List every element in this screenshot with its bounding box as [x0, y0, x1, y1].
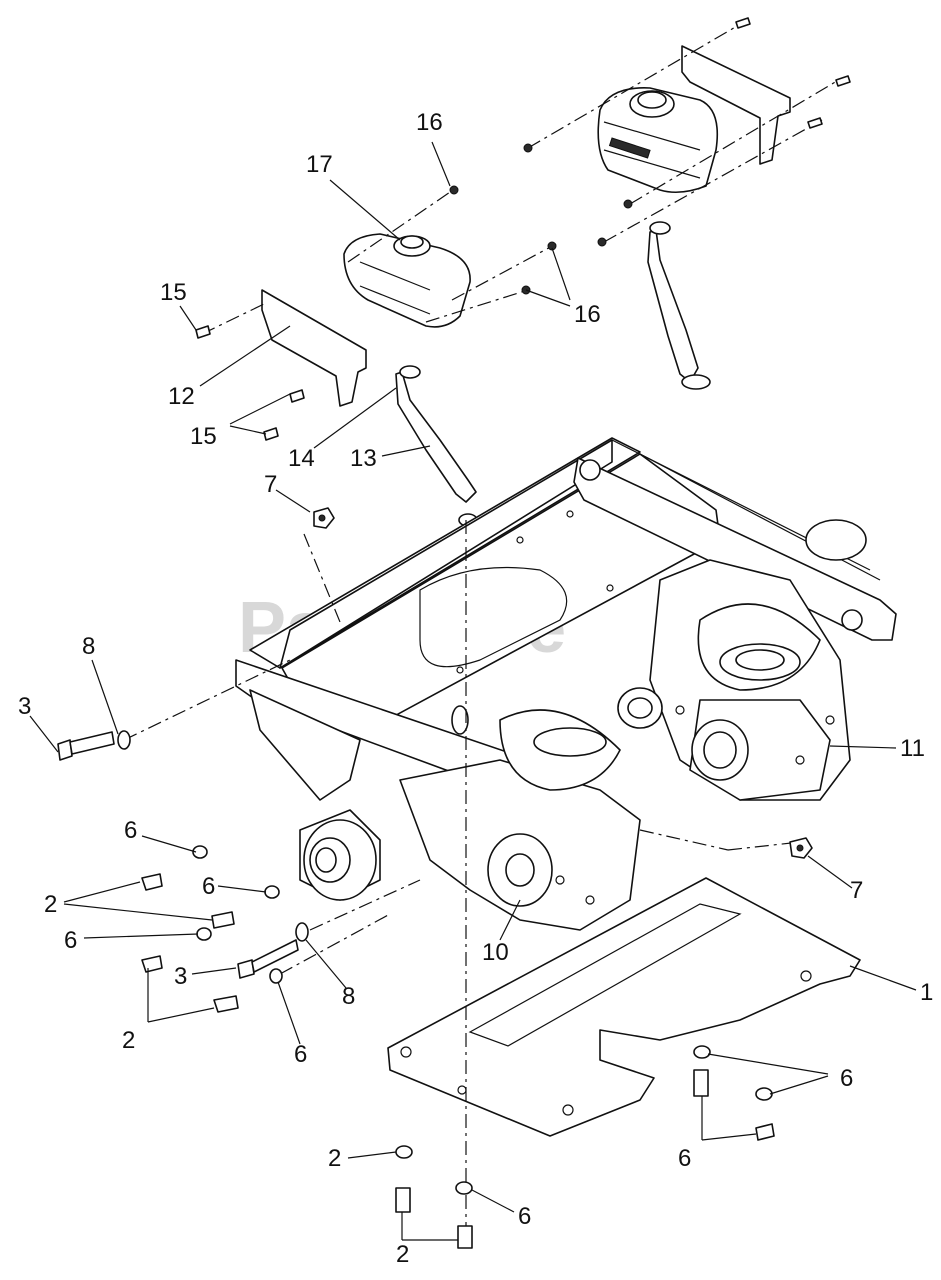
callout-label: 1 — [920, 979, 933, 1006]
callout-label: 6 — [840, 1065, 853, 1092]
callout-label: 2 — [328, 1145, 341, 1172]
bottom-plate — [387, 877, 861, 1137]
callout-label: 2 — [122, 1027, 135, 1054]
callout-label: 14 — [288, 445, 315, 472]
callout-label: 13 — [350, 445, 377, 472]
callout-label: 3 — [18, 693, 31, 720]
leader-lines — [29, 141, 917, 1241]
callout-label: 16 — [416, 109, 443, 136]
hardware — [57, 507, 813, 1249]
left-reservoir-assembly — [195, 185, 557, 527]
callout-label: 3 — [174, 963, 187, 990]
callout-label: 15 — [190, 423, 217, 450]
callout-label: 10 — [482, 939, 509, 966]
left-transaxle — [299, 705, 641, 931]
callout-label: 7 — [850, 877, 863, 904]
callout-label: 8 — [342, 983, 355, 1010]
assembly-lines — [123, 520, 801, 1240]
callout-label: 2 — [44, 891, 57, 918]
callout-label: 6 — [294, 1041, 307, 1068]
callout-label: 12 — [168, 383, 195, 410]
callout-label: 11 — [900, 735, 925, 762]
main-frame — [235, 437, 897, 813]
callout-label: 7 — [264, 471, 277, 498]
callouts: 16 17 15 16 12 15 14 13 7 8 3 11 6 6 2 6… — [18, 109, 933, 1268]
callout-label: 6 — [678, 1145, 691, 1172]
callout-label: 6 — [518, 1203, 531, 1230]
callout-label: 17 — [306, 151, 333, 178]
callout-label: 6 — [64, 927, 77, 954]
callout-label: 16 — [574, 301, 601, 328]
callout-label: 6 — [124, 817, 137, 844]
right-reservoir-assembly — [523, 17, 851, 390]
callout-label: 6 — [202, 873, 215, 900]
callout-label: 2 — [396, 1241, 409, 1268]
callout-label: 15 — [160, 279, 187, 306]
callout-label: 8 — [82, 633, 95, 660]
right-transaxle — [617, 519, 867, 801]
